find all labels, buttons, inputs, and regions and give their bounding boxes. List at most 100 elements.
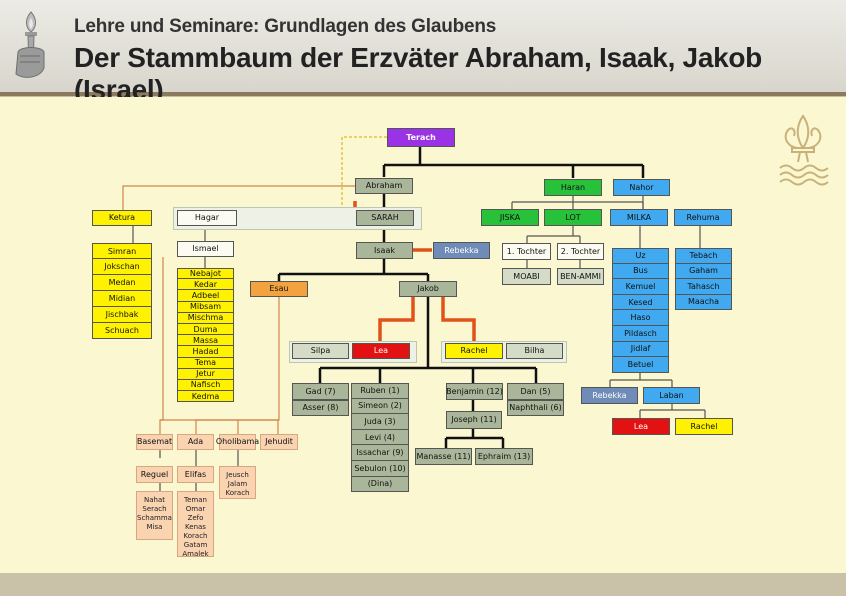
node-lea: Lea	[352, 343, 410, 359]
ketura-sons-item: Simran	[92, 243, 152, 259]
ismael-sons-item: Nafisch	[177, 379, 234, 392]
node-haran: Haran	[544, 179, 602, 196]
name-line: Nahat	[144, 496, 165, 504]
name-line: Zefo	[187, 514, 204, 522]
ismael-sons-item: Kedar	[177, 279, 234, 291]
page-title: Der Stammbaum der Erzväter Abraham, Isaa…	[74, 42, 762, 105]
node-asser: Asser (8)	[292, 400, 349, 416]
lea-sons-item: (Dina)	[351, 476, 409, 493]
ismael-sons-item: Massa	[177, 335, 234, 347]
node-elifas: Elifas	[177, 466, 214, 483]
ketura-sons-item: Jokschan	[92, 259, 152, 275]
ismael-sons-item: Hadad	[177, 346, 234, 358]
rehuma-sons-item: Tahasch	[675, 279, 732, 295]
node-benjamin: Benjamin (12)	[446, 383, 503, 400]
lea-sons-item: Sebulon (10)	[351, 460, 409, 477]
node-rachel: Rachel	[445, 343, 503, 359]
node-abraham: Abraham	[355, 178, 413, 194]
name-line: Schamma	[137, 514, 172, 522]
node-sarah: SARAH	[356, 210, 414, 226]
ismael-sons-item: Tema	[177, 357, 234, 369]
node-naphthali: Naphthali (6)	[507, 400, 564, 416]
ketura-sons-item: Midian	[92, 291, 152, 307]
node-silpa: Silpa	[292, 343, 349, 359]
node-manasse: Manasse (11)	[415, 448, 472, 465]
node-hagar: Hagar	[177, 210, 237, 226]
node-milka: MILKA	[610, 209, 668, 226]
node-jakob: Jakob	[399, 281, 457, 297]
node-ketura: Ketura	[92, 210, 152, 226]
node-rebekka-2: Rebekka	[581, 387, 638, 404]
ismael-sons-item: Duma	[177, 323, 234, 336]
milka-sons-item: Jidlaf	[612, 341, 669, 358]
node-isaak: Isaak	[356, 242, 413, 259]
node-rebekka: Rebekka	[433, 242, 490, 259]
node-tochter1: 1. Tochter	[502, 243, 551, 260]
name-line: Jalam	[227, 480, 248, 488]
milka-sons-item: Uz	[612, 248, 669, 264]
header-band: Lehre und Seminare: Grundlagen des Glaub…	[0, 0, 846, 105]
node-laban: Laban	[643, 387, 700, 404]
lea-sons-item: Juda (3)	[351, 414, 409, 430]
milka-sons-item: Bus	[612, 263, 669, 280]
milka-sons-item: Kesed	[612, 294, 669, 311]
milka-sons-item: Kemuel	[612, 279, 669, 295]
name-line: Korach	[225, 489, 250, 497]
node-rachel-2: Rachel	[675, 418, 733, 435]
node-basemat: Basemat	[136, 434, 173, 450]
name-line: Gatam	[183, 541, 208, 549]
node-ada: Ada	[177, 434, 214, 450]
node-ephraim: Ephraim (13)	[475, 448, 533, 465]
node-bilha: Bilha	[506, 343, 563, 359]
ketura-sons-item: Medan	[92, 275, 152, 291]
bottom-band	[0, 573, 846, 596]
page-subtitle: Lehre und Seminare: Grundlagen des Glaub…	[74, 16, 497, 37]
node-joseph: Joseph (11)	[446, 411, 502, 429]
node-rehuma: Rehuma	[674, 209, 732, 226]
node-jehudit: Jehudit	[260, 434, 298, 450]
ismael-sons-item: Mischma	[177, 312, 234, 324]
node-nahor: Nahor	[613, 179, 670, 196]
lea-sons-list: Ruben (1)Simeon (2)Juda (3)Levi (4)Issac…	[351, 383, 409, 493]
node-tochter2: 2. Tochter	[557, 243, 604, 260]
name-line: Teman	[184, 496, 207, 504]
name-line: Kenas	[185, 523, 206, 531]
milka-sons-item: Haso	[612, 310, 669, 326]
ismael-sons-item: Mibsam	[177, 301, 234, 313]
name-line: Omar	[185, 505, 206, 513]
node-lea-2: Lea	[612, 418, 670, 435]
node-ben-ammi: BEN-AMMI	[557, 268, 604, 285]
node-moabi: MOABI	[502, 268, 551, 285]
node-ismael: Ismael	[177, 241, 234, 257]
node-terach: Terach	[387, 128, 455, 147]
node-lot: LOT	[544, 209, 602, 226]
node-jiska: JISKA	[481, 209, 539, 226]
torch-hand-icon	[15, 11, 45, 78]
lea-sons-item: Simeon (2)	[351, 398, 409, 415]
milka-sons-item: Betuel	[612, 357, 669, 373]
node-dan: Dan (5)	[507, 383, 564, 400]
ketura-sons-item: Jischbak	[92, 307, 152, 323]
ismael-sons-item: Adbeel	[177, 290, 234, 302]
node-oholibama: Oholibama	[216, 434, 259, 450]
lea-sons-item: Issachar (9)	[351, 445, 409, 461]
name-line: Misa	[146, 523, 163, 531]
name-line: Amalek	[182, 550, 209, 558]
node-gad: Gad (7)	[292, 383, 349, 400]
rehuma-sons-item: Gaham	[675, 263, 732, 279]
rehuma-sons-item: Tebach	[675, 248, 732, 264]
lea-sons-item: Ruben (1)	[351, 383, 409, 399]
ismael-sons-item: Jetur	[177, 368, 234, 380]
node-esau: Esau	[250, 281, 308, 297]
ismael-sons-item: Nebajot	[177, 268, 234, 280]
ismael-sons-item: Kedma	[177, 391, 234, 403]
name-line: Serach	[142, 505, 167, 513]
name-line: Jeusch	[226, 471, 249, 479]
